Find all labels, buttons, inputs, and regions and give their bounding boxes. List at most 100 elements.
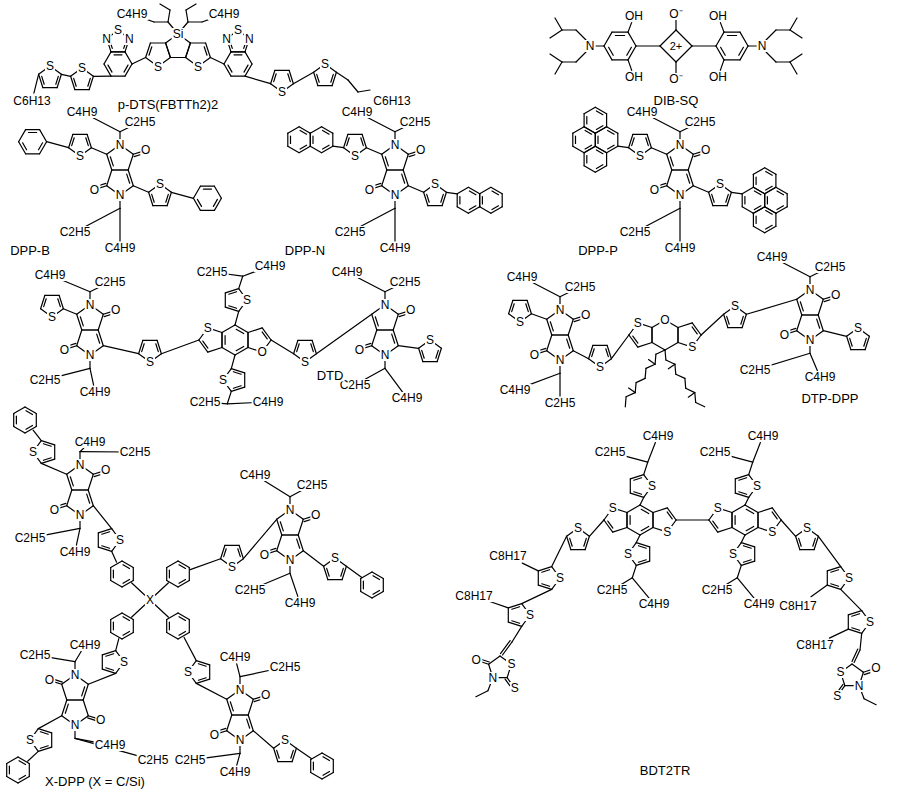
atom-label: S xyxy=(635,150,645,162)
atom-label: C4H9 xyxy=(254,260,287,272)
atom-label: N xyxy=(488,672,499,684)
bond-line xyxy=(227,391,231,403)
bond-line xyxy=(146,43,151,58)
bond-line xyxy=(755,177,756,185)
atom-label: S xyxy=(728,548,738,560)
atom-label: O xyxy=(364,184,375,196)
bond-line xyxy=(300,130,307,134)
bond-line xyxy=(634,478,642,481)
atom-label: N xyxy=(390,189,401,201)
bond-line xyxy=(98,533,99,547)
bond-line xyxy=(491,187,502,194)
bond-line xyxy=(659,186,667,188)
bond-line xyxy=(480,207,491,214)
bond-line xyxy=(746,526,754,530)
bond-line xyxy=(199,340,208,352)
bond-line xyxy=(767,197,768,205)
atom-label: C2H5 xyxy=(269,661,302,673)
bond-line xyxy=(83,700,88,716)
bond-line xyxy=(595,166,606,173)
bond-line xyxy=(7,777,18,784)
bond-line xyxy=(787,194,788,207)
bond-line xyxy=(676,519,709,520)
bond-line xyxy=(831,570,839,573)
bond-line xyxy=(65,704,68,713)
bond-line xyxy=(41,463,66,474)
bond-line xyxy=(629,516,630,525)
bond-line xyxy=(169,622,170,630)
bond-line xyxy=(323,130,330,134)
bond-line xyxy=(651,148,666,155)
bond-line xyxy=(186,43,191,58)
atom-label: C8H17 xyxy=(795,639,834,651)
bond-line xyxy=(262,332,267,339)
bond-line xyxy=(595,127,606,134)
atom-label: C4H9 xyxy=(626,106,659,118)
bond-line xyxy=(596,165,603,169)
atom-label: O xyxy=(257,346,268,358)
bond-line xyxy=(166,43,171,58)
bond-line xyxy=(186,10,188,22)
bond-line xyxy=(636,378,645,382)
bond-line xyxy=(757,513,758,528)
bond-line xyxy=(742,207,753,214)
bond-line xyxy=(372,572,383,579)
bond-line xyxy=(82,329,98,330)
bond-line xyxy=(143,340,157,341)
atom-label: C2H5 xyxy=(59,226,92,238)
bond-line xyxy=(34,74,39,93)
bond-line xyxy=(361,138,364,146)
atom-label: C4H9 xyxy=(69,639,102,651)
atom-label: S xyxy=(47,311,57,323)
bond-line xyxy=(790,62,797,74)
atom-label: S xyxy=(227,561,237,573)
bond-line xyxy=(280,522,283,531)
bond-line xyxy=(628,32,636,46)
bond-line xyxy=(23,143,27,150)
bond-line xyxy=(813,538,816,546)
bond-line xyxy=(200,186,214,187)
bond-line xyxy=(112,169,128,170)
bond-line xyxy=(208,348,222,353)
bond-line xyxy=(492,191,499,195)
bond-line xyxy=(128,154,133,170)
bond-line xyxy=(277,535,282,551)
bond-line xyxy=(586,117,587,125)
bond-line xyxy=(562,61,576,62)
bond-line xyxy=(737,565,741,577)
bond-line xyxy=(19,130,26,142)
bond-line xyxy=(153,205,167,206)
atom-label: C4H9 xyxy=(747,430,780,442)
bond-line xyxy=(744,197,745,205)
bond-line xyxy=(634,492,642,495)
bond-line xyxy=(584,127,595,134)
bond-line xyxy=(333,760,334,773)
bond-line xyxy=(479,194,480,207)
bond-line xyxy=(16,416,17,424)
atom-label: Si xyxy=(172,28,185,40)
atom-label: S xyxy=(510,682,520,694)
bond-line xyxy=(178,613,189,620)
bond-line xyxy=(688,154,693,170)
atom-label: N xyxy=(285,504,296,516)
bond-line xyxy=(648,443,656,463)
bond-line xyxy=(156,344,159,352)
bond-line xyxy=(638,343,652,348)
bond-line xyxy=(188,21,202,22)
bond-line xyxy=(106,654,114,657)
compound-name: DPP-P xyxy=(577,244,619,257)
atom-label: N xyxy=(805,284,816,296)
bond-line xyxy=(818,299,823,315)
bond-line xyxy=(596,126,603,130)
bond-line xyxy=(626,513,627,528)
bond-line xyxy=(166,620,167,633)
bond-line xyxy=(457,194,458,207)
atom-label: S xyxy=(242,294,252,306)
bond-line xyxy=(323,757,330,761)
bond-line xyxy=(547,335,552,351)
bond-line xyxy=(14,407,25,414)
bond-line xyxy=(749,462,753,474)
bond-line xyxy=(679,208,680,241)
atom-label: C2H5 xyxy=(137,754,170,766)
atom-label: O xyxy=(870,662,881,674)
